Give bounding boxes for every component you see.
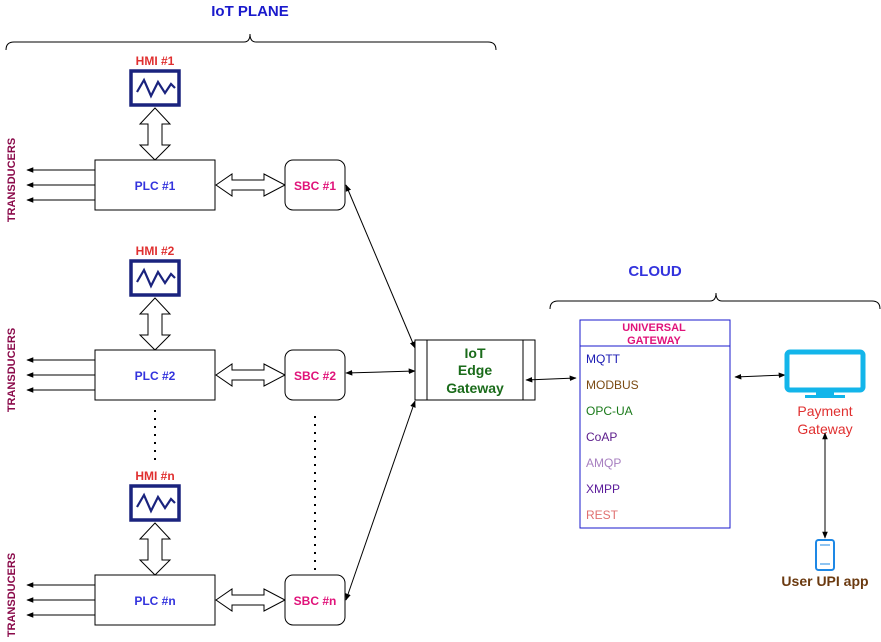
hmi-monitor-icon xyxy=(129,69,181,107)
iot-plane-brace xyxy=(5,33,497,51)
universal-gateway: UNIVERSAL GATEWAY MQTT MODBUS OPC-UA CoA… xyxy=(579,319,731,529)
payment-monitor-icon xyxy=(784,349,866,398)
plc-box xyxy=(94,349,216,401)
unit-2: HMI #2 PLC #2 SBC #2 TRANSDUCERS xyxy=(6,244,346,412)
sbc-label: SBC #1 xyxy=(294,179,336,193)
protocol-item: CoAP xyxy=(586,430,617,444)
protocol-item: REST xyxy=(586,508,619,522)
hmi-label: HMI #2 xyxy=(136,244,175,258)
transducers-label: TRANSDUCERS xyxy=(6,138,18,222)
plc-box xyxy=(94,159,216,211)
hmi-label: HMI #n xyxy=(135,469,174,483)
protocol-item: MODBUS xyxy=(586,378,639,392)
sbc-box xyxy=(284,349,346,401)
iot-edge-gateway: IoT Edge Gateway xyxy=(414,339,536,401)
iot-plane-label: IoT PLANE xyxy=(211,3,289,20)
plc-box xyxy=(94,574,216,626)
hmi-plc-double-arrow xyxy=(138,107,172,161)
cloud-brace xyxy=(549,292,881,310)
protocol-item: AMQP xyxy=(586,456,621,470)
sbcn-edge-arrow xyxy=(345,400,416,601)
edge-gateway-line2: Edge xyxy=(458,362,492,378)
sbc1-edge-arrow xyxy=(345,184,416,349)
hmi-plc-double-arrow xyxy=(138,297,172,351)
sbc-box xyxy=(284,574,346,626)
protocol-item: OPC-UA xyxy=(586,404,633,418)
hmi-label: HMI #1 xyxy=(136,54,175,68)
plc-label: PLC #n xyxy=(134,594,175,608)
unit-1: HMI #1 PLC #1 SBC #1 TRANSDUCERS xyxy=(6,54,346,222)
universal-payment-arrow xyxy=(734,372,786,380)
plc-label: PLC #2 xyxy=(135,369,176,383)
sbc2-edge-arrow xyxy=(345,368,416,376)
transducers-label: TRANSDUCERS xyxy=(6,553,18,637)
plc-sbc-double-arrow xyxy=(215,173,287,197)
sbc-label: SBC #2 xyxy=(294,369,336,383)
transducer-arrows xyxy=(26,582,95,618)
protocol-item: XMPP xyxy=(586,482,620,496)
universal-gateway-title-line2: GATEWAY xyxy=(627,335,681,347)
hmi-monitor-icon xyxy=(129,484,181,522)
cloud-label: CLOUD xyxy=(628,263,681,280)
sbc-label: SBC #n xyxy=(294,594,337,608)
hmi-plc-double-arrow xyxy=(138,522,172,576)
transducer-arrows xyxy=(26,167,95,203)
user-app-label: User UPI app xyxy=(781,573,868,589)
payment-gateway-line1: Payment xyxy=(797,403,852,419)
edge-gateway-line1: IoT xyxy=(465,345,486,361)
smartphone-icon xyxy=(815,539,835,571)
edge-universal-arrow xyxy=(525,375,577,383)
transducers-label: TRANSDUCERS xyxy=(6,328,18,412)
transducer-arrows xyxy=(26,357,95,393)
plc-sbc-double-arrow xyxy=(215,363,287,387)
protocol-item: MQTT xyxy=(586,352,621,366)
unit-n: HMI #n PLC #n SBC #n TRANSDUCERS xyxy=(6,469,346,637)
hmi-monitor-icon xyxy=(129,259,181,297)
plc-sbc-double-arrow xyxy=(215,588,287,612)
edge-gateway-line3: Gateway xyxy=(446,380,504,396)
payment-gateway-line2: Gateway xyxy=(797,421,852,437)
universal-gateway-title-line1: UNIVERSAL xyxy=(622,322,686,334)
plc-label: PLC #1 xyxy=(135,179,176,193)
sbc-box xyxy=(284,159,346,211)
